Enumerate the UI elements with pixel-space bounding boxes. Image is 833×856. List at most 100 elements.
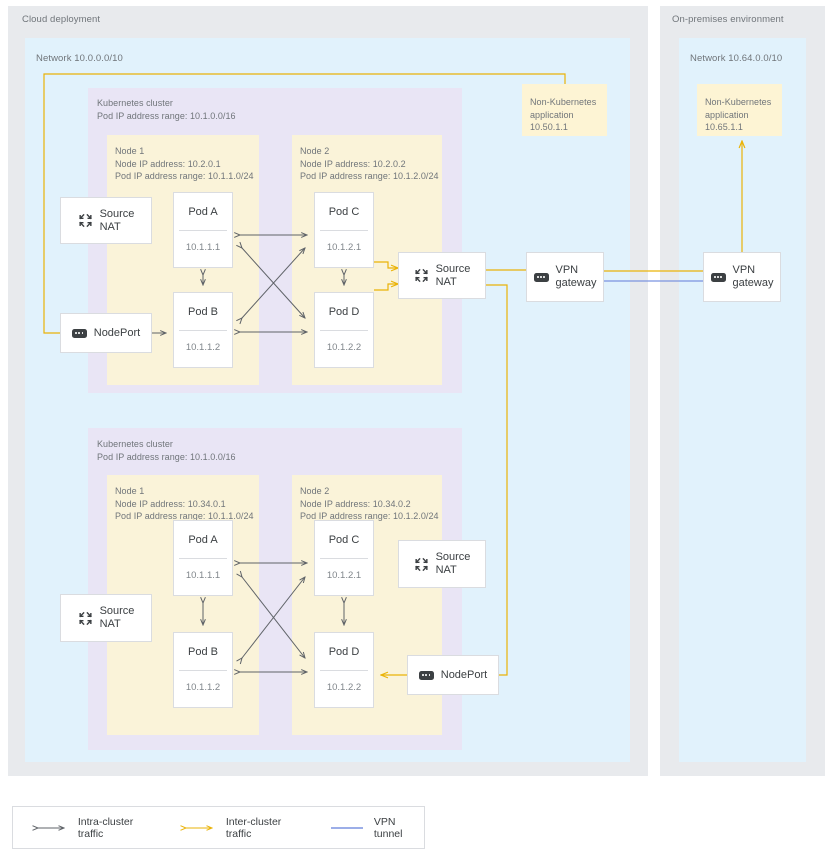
source-nat-line-2: NAT (435, 275, 457, 288)
cloud-network-label: Network 10.0.0.0/10 (36, 53, 123, 64)
legend-line-vpn (331, 826, 364, 829)
app-line-1: Non-Kubernetes (705, 97, 772, 107)
node-ip: Node IP address: 10.34.0.2 (300, 498, 411, 509)
source-nat-label: Source NAT (436, 263, 471, 289)
nodeport-c2[interactable]: NodePort (407, 655, 499, 695)
cluster-2-name: Kubernetes cluster (97, 439, 173, 449)
source-nat-line-2: NAT (99, 618, 121, 630)
source-nat-c2-right[interactable]: Source NAT (398, 540, 486, 588)
vpn-line-1: VPN (732, 264, 756, 276)
source-nat-icon (414, 268, 429, 283)
vpn-line-1: VPN (555, 264, 579, 276)
pod-ip: 10.1.2.2 (326, 342, 362, 353)
pod-c-c1[interactable]: Pod C 10.1.2.1 (314, 192, 374, 268)
pod-divider (320, 330, 368, 331)
pod-a-c2[interactable]: Pod A 10.1.1.1 (173, 520, 233, 596)
onprem-nonk8s-app-labels: Non-Kubernetes application 10.65.1.1 (705, 96, 771, 134)
cluster-2-title: Kubernetes cluster Pod IP address range:… (97, 438, 236, 463)
source-nat-c2-left[interactable]: Source NAT (60, 594, 152, 642)
cluster-1-name: Kubernetes cluster (97, 98, 173, 108)
onprem-label: On-premises environment (672, 14, 784, 25)
vpn-gateway-label: VPN gateway (556, 264, 597, 290)
cluster-1-pod-range: Pod IP address range: 10.1.0.0/16 (97, 110, 236, 121)
server-icon (71, 328, 87, 338)
source-nat-c1-left[interactable]: Source NAT (60, 197, 152, 244)
legend-label-vpn: VPN tunnel (373, 815, 403, 840)
legend: Intra-cluster traffic Inter-cluster traf… (12, 806, 425, 849)
onprem-nonk8s-app-box (697, 84, 782, 136)
pod-d-c1[interactable]: Pod D 10.1.2.2 (314, 292, 374, 368)
pod-divider (179, 670, 227, 671)
vpn-line-2: gateway (732, 277, 774, 289)
pod-divider (179, 558, 227, 559)
pod-divider (179, 230, 227, 231)
node-name: Node 2 (300, 146, 330, 156)
app-line-2: application (705, 109, 749, 120)
pod-divider (320, 230, 368, 231)
pod-d-c2[interactable]: Pod D 10.1.2.2 (314, 632, 374, 708)
legend-arrow-inter (179, 823, 217, 833)
legend-item-vpn: VPN tunnel (327, 816, 424, 840)
cluster-2-node-1-labels: Node 1 Node IP address: 10.34.0.1 Pod IP… (115, 485, 254, 523)
pod-ip: 10.1.2.2 (326, 682, 362, 693)
pod-divider (320, 558, 368, 559)
source-nat-label: Source NAT (100, 605, 135, 631)
pod-title: Pod D (328, 306, 360, 318)
source-nat-icon (78, 611, 93, 626)
cloud-deployment-label: Cloud deployment (22, 14, 101, 25)
node-ip: Node IP address: 10.2.0.2 (300, 158, 406, 169)
node-pod-range: Pod IP address range: 10.1.2.0/24 (300, 171, 439, 181)
cluster-2-node-2-labels: Node 2 Node IP address: 10.34.0.2 Pod IP… (300, 485, 439, 523)
vpn-line-2: gateway (555, 277, 597, 289)
pod-title: Pod A (188, 206, 218, 218)
pod-title: Pod A (188, 534, 218, 546)
app-ip: 10.50.1.1 (530, 122, 568, 132)
cluster-1-title: Kubernetes cluster Pod IP address range:… (97, 97, 236, 122)
onprem-network-box (679, 38, 806, 762)
cluster-1-node-2-labels: Node 2 Node IP address: 10.2.0.2 Pod IP … (300, 145, 439, 183)
cluster-2-pod-range: Pod IP address range: 10.1.0.0/16 (97, 451, 236, 462)
nodeport-label: NodePort (440, 668, 488, 681)
vpn-gateway-onprem[interactable]: VPN gateway (703, 252, 781, 302)
pod-title: Pod D (328, 646, 360, 658)
pod-ip: 10.1.1.1 (185, 570, 221, 581)
cluster-1-node-1-labels: Node 1 Node IP address: 10.2.0.1 Pod IP … (115, 145, 254, 183)
pod-ip: 10.1.2.1 (326, 242, 362, 253)
pod-ip: 10.1.1.1 (185, 242, 221, 253)
nodeport-c1[interactable]: NodePort (60, 313, 152, 353)
pod-b-c2[interactable]: Pod B 10.1.1.2 (173, 632, 233, 708)
onprem-network-label: Network 10.64.0.0/10 (690, 53, 783, 64)
vpn-gateway-label: VPN gateway (733, 264, 774, 290)
source-nat-line-1: Source (435, 262, 471, 275)
legend-label-intra: Intra-cluster traffic (77, 815, 134, 840)
pod-b-c1[interactable]: Pod B 10.1.1.2 (173, 292, 233, 368)
source-nat-label: Source NAT (100, 208, 135, 234)
legend-item-intra: Intra-cluster traffic (31, 816, 157, 840)
pod-divider (320, 670, 368, 671)
node-ip: Node IP address: 10.34.0.1 (115, 498, 226, 509)
nodeport-label: NodePort (93, 326, 141, 339)
app-line-1: Non-Kubernetes (530, 97, 597, 107)
pod-divider (179, 330, 227, 331)
source-nat-icon (414, 557, 429, 572)
legend-item-inter: Inter-cluster traffic (179, 816, 305, 840)
source-nat-line-1: Source (435, 551, 471, 563)
node-name: Node 2 (300, 486, 330, 496)
pod-title: Pod C (328, 534, 360, 546)
pod-title: Pod B (188, 306, 218, 318)
pod-title: Pod B (188, 646, 218, 658)
legend-label-inter: Inter-cluster traffic (225, 815, 282, 840)
node-ip: Node IP address: 10.2.0.1 (115, 158, 221, 169)
app-ip: 10.65.1.1 (705, 122, 743, 132)
source-nat-line-2: NAT (99, 220, 121, 233)
source-nat-c1-right[interactable]: Source NAT (398, 252, 486, 299)
vpn-gateway-cloud[interactable]: VPN gateway (526, 252, 604, 302)
pod-a-c1[interactable]: Pod A 10.1.1.1 (173, 192, 233, 268)
node-pod-range: Pod IP address range: 10.1.2.0/24 (300, 511, 439, 521)
server-icon (710, 272, 726, 282)
node-name: Node 1 (115, 486, 145, 496)
node-pod-range: Pod IP address range: 10.1.1.0/24 (115, 171, 254, 181)
pod-c-c2[interactable]: Pod C 10.1.2.1 (314, 520, 374, 596)
node-name: Node 1 (115, 146, 145, 156)
server-icon (418, 670, 434, 680)
